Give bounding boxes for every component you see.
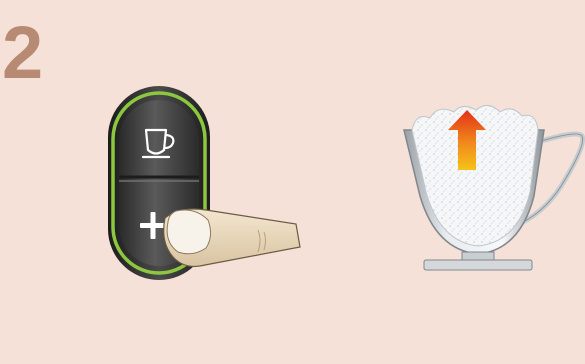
finger-press-icon — [164, 209, 300, 266]
milk-froth-cup-icon — [404, 105, 583, 270]
